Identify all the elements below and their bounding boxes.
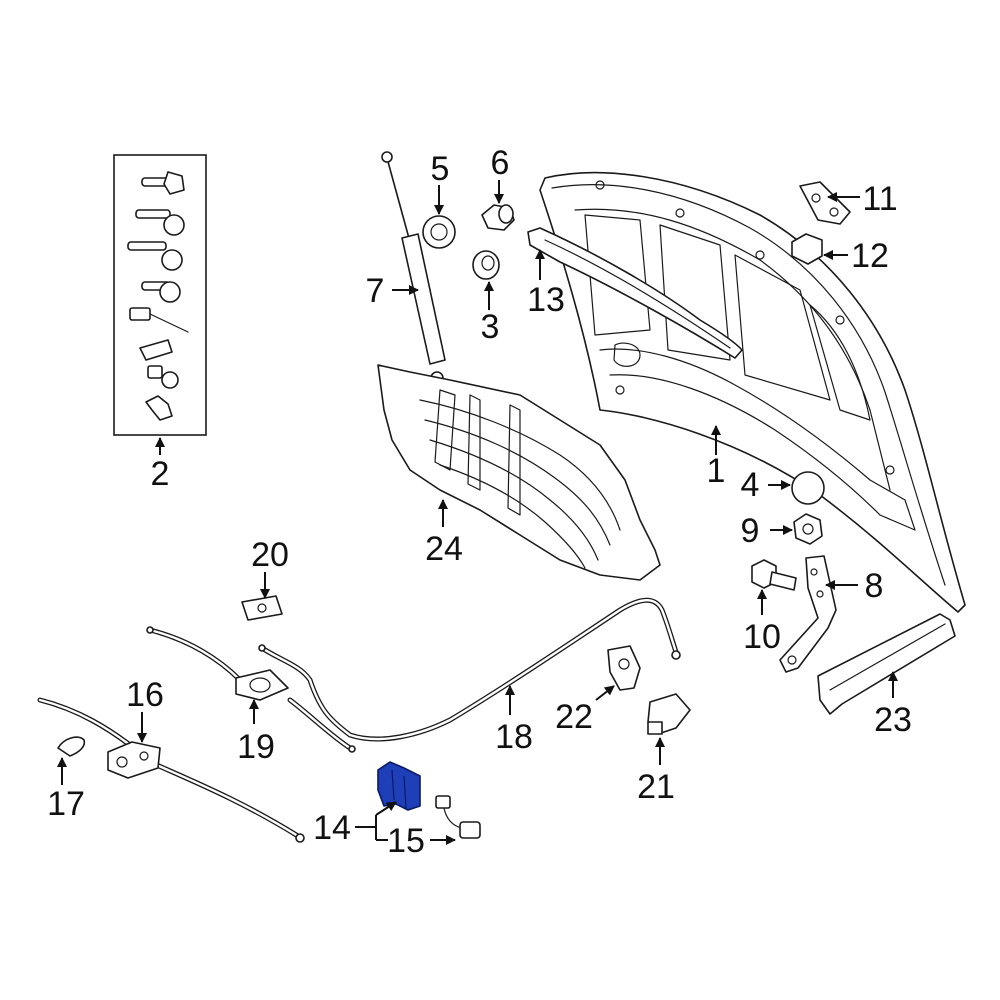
cap-nut[interactable] (791, 233, 823, 265)
callout-2: 2 (151, 455, 170, 493)
release-cable[interactable] (146, 597, 681, 753)
latch-bracket[interactable] (607, 645, 641, 691)
callout-12: 12 (851, 237, 889, 275)
callout-10: 10 (743, 618, 781, 656)
callout-23: 23 (874, 701, 912, 739)
callout-4: 4 (741, 466, 760, 504)
plug[interactable] (791, 471, 825, 505)
callout-8: 8 (865, 567, 884, 605)
callout-14: 14 (313, 809, 351, 847)
callout-22: 22 (555, 698, 593, 736)
grommet[interactable] (422, 215, 456, 249)
hood-seal[interactable] (817, 613, 956, 715)
callout-17: 17 (47, 785, 85, 823)
callout-labels: 1 2 3 4 5 6 7 8 9 10 11 12 13 14 15 16 1… (47, 144, 912, 860)
nut[interactable] (793, 513, 823, 545)
wiring-pigtail[interactable] (435, 795, 481, 839)
callout-15: 15 (387, 822, 425, 860)
hood-hinge[interactable] (779, 555, 837, 673)
callout-5: 5 (431, 150, 450, 188)
callout-13: 13 (527, 281, 565, 319)
callout-3: 3 (481, 308, 500, 346)
callout-1: 1 (707, 452, 726, 490)
cable-end-clip[interactable] (57, 736, 86, 757)
callout-7: 7 (366, 272, 385, 310)
bumper-grommet[interactable] (472, 250, 500, 280)
bolt[interactable] (751, 559, 797, 591)
callout-11: 11 (862, 180, 897, 218)
cable-splitter[interactable] (235, 669, 289, 701)
hood-reinforcement-strip[interactable] (527, 227, 743, 359)
cable-clip[interactable] (241, 595, 283, 621)
callout-21: 21 (637, 768, 675, 806)
bumper-bracket[interactable] (647, 693, 691, 735)
hood-ajar-switch[interactable] (377, 761, 421, 811)
callout-19: 19 (237, 728, 275, 766)
hood-latch[interactable] (37, 697, 305, 843)
callout-16: 16 (126, 676, 164, 714)
hood-insulator[interactable] (377, 364, 661, 581)
callout-6: 6 (491, 144, 510, 182)
fastener-kit[interactable] (113, 154, 207, 436)
hood-bumper[interactable] (481, 204, 515, 231)
callout-24: 24 (425, 530, 463, 568)
callout-20: 20 (251, 536, 289, 574)
callout-18: 18 (495, 718, 533, 756)
leader-lines (57, 180, 898, 845)
hood-panel[interactable] (539, 171, 966, 613)
callout-9: 9 (741, 512, 760, 550)
striker-plate[interactable] (799, 181, 851, 225)
